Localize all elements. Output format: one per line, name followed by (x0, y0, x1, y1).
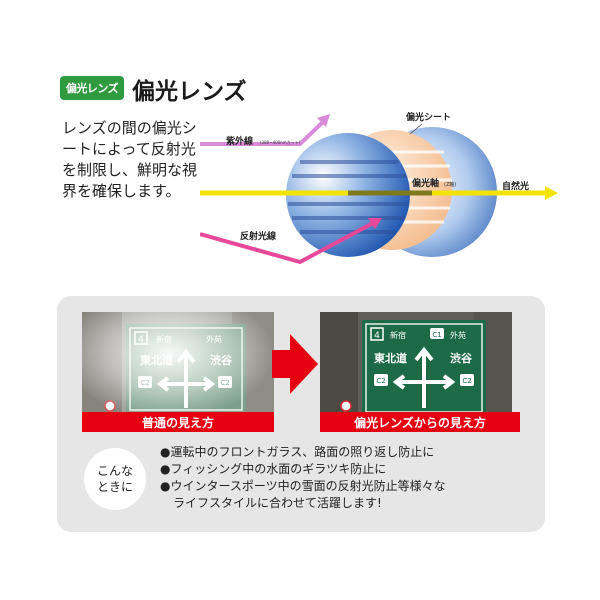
svg-text:C1: C1 (432, 331, 441, 339)
list-item: ●運転中のフロントガラス、路面の照り返し防止に (160, 445, 435, 459)
svg-text:新宿: 新宿 (390, 330, 406, 340)
page-title: 偏光レンズ (132, 79, 247, 105)
list-item: ●フィッシング中の水面のギラツキ防止に (160, 462, 387, 476)
reflected-light-label: 反射光線 (240, 230, 276, 242)
svg-text:C2: C2 (462, 377, 471, 385)
description-line: を制限し、鮮明な視 (62, 161, 198, 179)
uv-label: 紫外線 (226, 135, 253, 147)
description-line: レンズの間の偏光シ (62, 119, 197, 137)
description-line: ートによって反射光 (62, 140, 196, 158)
svg-text:C2: C2 (376, 377, 385, 385)
polarized-view-photo: 4 新宿 C1 外苑 東北道 渋谷 C2 C2 (320, 312, 512, 430)
svg-text:4: 4 (374, 331, 380, 341)
usage-occasion-badge: こんな ときに (84, 448, 146, 510)
uv-arrow (200, 114, 330, 146)
compare-arrow-icon (272, 334, 318, 394)
natural-light-arrow (200, 186, 558, 200)
polarized-lens-badge: 偏光レンズ (60, 76, 124, 100)
polarized-lens-diagram: 紫外線 (380~400nmカット) 偏光シート 偏光軸 (Z軸) 自然光 反射… (200, 111, 558, 265)
usage-list: ●運転中のフロントガラス、路面の照り返し防止に ●フィッシング中の水面のギラツキ… (160, 444, 540, 512)
description: レンズの間の偏光シ ートによって反射光 を制限し、鮮明な視 界を確保します。 (62, 118, 222, 202)
axis-note: (Z軸) (444, 181, 456, 188)
sheet-leader-line (409, 123, 423, 135)
svg-text:渋谷: 渋谷 (450, 351, 473, 365)
svg-text:東北道: 東北道 (374, 351, 407, 365)
polarization-axis-label: 偏光軸 (412, 177, 439, 189)
lens-stripes (288, 160, 408, 234)
polarizing-sheet-label: 偏光シート (406, 111, 451, 123)
description-line: 界を確保します。 (62, 182, 181, 200)
normal-view-caption: 普通の見え方 (82, 412, 274, 432)
list-item-continuation: ライフスタイルに合わせて活躍します! (173, 496, 382, 510)
polarized-view-caption: 偏光レンズからの見え方 (320, 412, 520, 432)
uv-note: (380~400nmカット) (260, 140, 301, 145)
natural-light-label: 自然光 (502, 180, 529, 192)
svg-text:外苑: 外苑 (450, 330, 466, 340)
normal-view-photo: 4 新宿 外苑 東北道 渋谷 C2 C2 (82, 312, 274, 430)
usage-occasion-line: こんな (96, 464, 133, 478)
list-item: ●ウインタースポーツ中の雪面の反射光防止等様々な (160, 479, 446, 493)
reflected-light-arrow (200, 218, 382, 265)
usage-occasion-line: ときに (96, 480, 133, 494)
